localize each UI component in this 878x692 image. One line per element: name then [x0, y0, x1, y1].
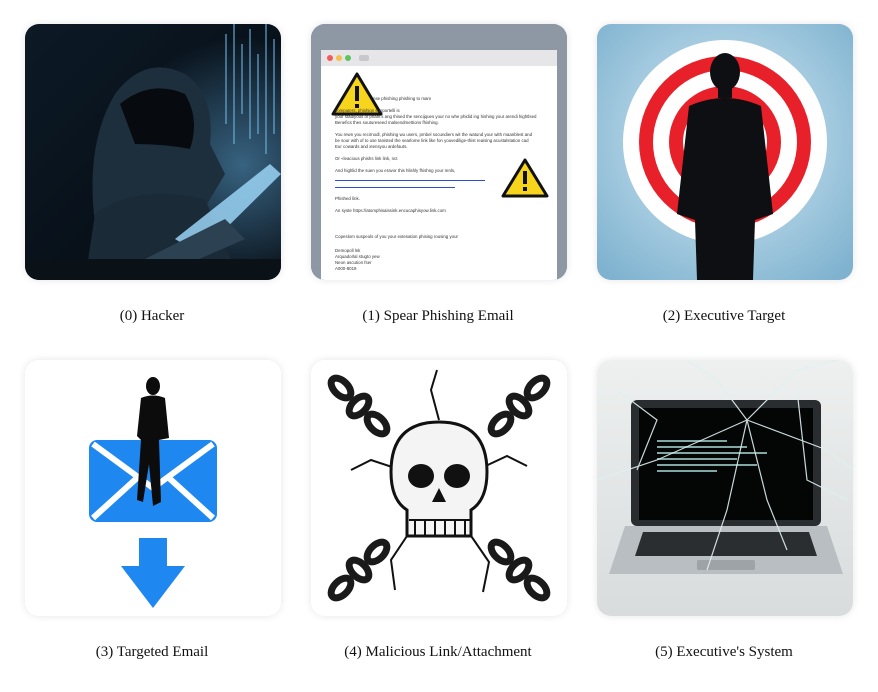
- malicious-link-image: [311, 360, 567, 616]
- warning-icon-secondary: [501, 158, 549, 198]
- skull-chains-illustration: [311, 360, 567, 616]
- caption-hacker: (0) Hacker: [119, 308, 185, 324]
- crack-lines: [350, 369, 528, 593]
- executive-target-image: [597, 24, 853, 280]
- email-window-illustration: [311, 24, 567, 280]
- hacker-illustration: [25, 24, 281, 280]
- caption-executives-system: (5) Executive's System: [655, 644, 793, 660]
- email-body-text: nse phishing phishing to mam computers, …: [335, 96, 543, 280]
- caption-spear-phishing-email: (1) Spear Phishing Email: [362, 308, 514, 324]
- spear-phishing-email-image: nse phishing phishing to mam computers, …: [311, 24, 567, 280]
- caption-malicious-link: (4) Malicious Link/Attachment: [344, 644, 532, 660]
- email-link-block[interactable]: [335, 174, 543, 188]
- caption-executive-target: (2) Executive Target: [662, 308, 786, 324]
- shattered-glass: [597, 360, 853, 571]
- executives-system-image: [597, 360, 853, 616]
- businessman-silhouette: [677, 53, 773, 280]
- chain-icon: [327, 374, 551, 602]
- targeted-email-illustration: [25, 360, 281, 616]
- warning-icon: [331, 72, 383, 116]
- businessman-icon: [137, 377, 169, 506]
- executive-target-illustration: [597, 24, 853, 280]
- arrow-down-icon: [121, 538, 185, 608]
- hacker-image: [25, 24, 281, 280]
- laptop-icon: [609, 400, 843, 574]
- caption-targeted-email: (3) Targeted Email: [95, 644, 209, 660]
- skull-icon: [389, 420, 489, 538]
- targeted-email-image: [25, 360, 281, 616]
- broken-laptop-illustration: [597, 360, 853, 616]
